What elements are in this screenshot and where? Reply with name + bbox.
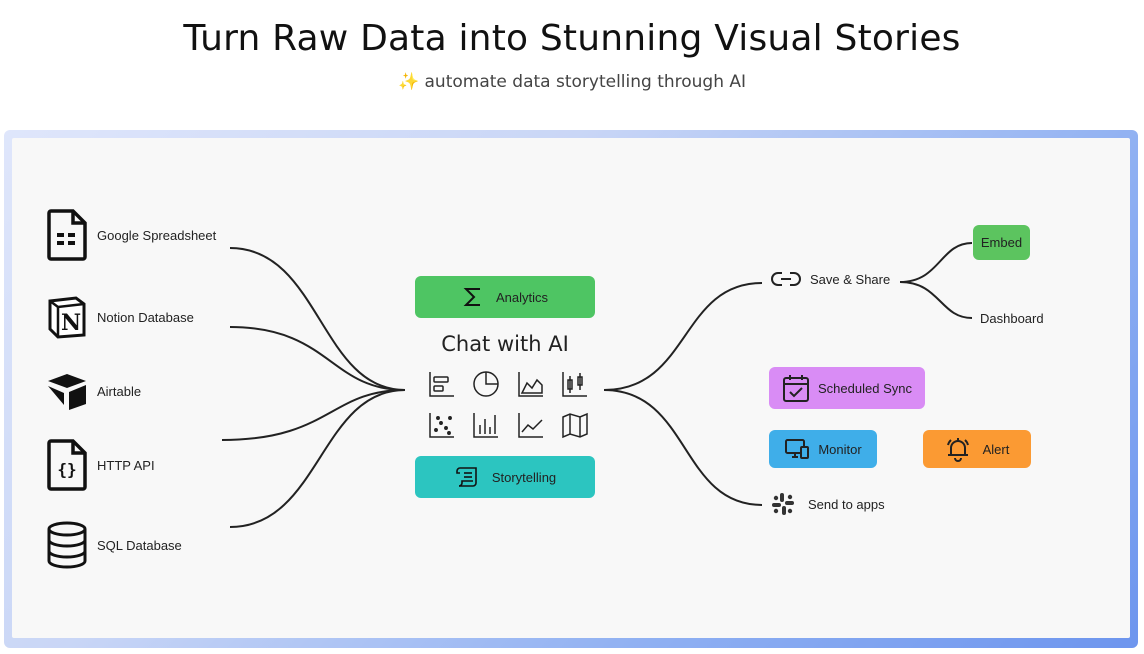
embed-button[interactable]: Embed bbox=[973, 225, 1030, 260]
source-label: Notion Database bbox=[97, 309, 194, 325]
dashboard-output[interactable]: Dashboard bbox=[980, 311, 1044, 326]
svg-text:N: N bbox=[61, 310, 81, 336]
diagram-panel bbox=[12, 138, 1130, 638]
pie-chart-icon bbox=[473, 371, 499, 397]
link-notion bbox=[229, 326, 406, 391]
source-label: Google Spreadsheet bbox=[97, 227, 217, 243]
dashboard-label: Dashboard bbox=[980, 311, 1044, 326]
database-icon bbox=[45, 520, 89, 570]
source-http-api[interactable]: {} HTTP API bbox=[45, 439, 155, 491]
calendar-check-icon bbox=[782, 373, 810, 403]
page-title: Turn Raw Data into Stunning Visual Stori… bbox=[183, 18, 961, 59]
link-sql bbox=[229, 389, 406, 528]
sigma-icon bbox=[462, 286, 484, 308]
storytelling-label: Storytelling bbox=[491, 469, 557, 485]
alert-label: Alert bbox=[982, 441, 1010, 457]
bell-icon bbox=[945, 436, 971, 462]
analytics-label: Analytics bbox=[495, 289, 549, 305]
link-send-apps bbox=[603, 389, 763, 506]
link-save-share bbox=[603, 282, 763, 391]
script-icon bbox=[454, 465, 480, 489]
source-label: Airtable bbox=[97, 383, 142, 399]
line-chart-icon bbox=[518, 413, 543, 438]
link-spreadsheet bbox=[229, 247, 406, 391]
slack-icon bbox=[770, 491, 796, 517]
area-chart-icon bbox=[518, 372, 543, 397]
airtable-icon bbox=[45, 366, 89, 416]
notion-icon: N bbox=[45, 292, 89, 342]
embed-label: Embed bbox=[980, 235, 1023, 250]
source-google-spreadsheet[interactable]: Google Spreadsheet bbox=[45, 209, 217, 261]
source-label: HTTP API bbox=[97, 457, 155, 473]
source-label: SQL Database bbox=[97, 537, 182, 553]
monitor-label: Monitor bbox=[818, 441, 862, 457]
bar-horizontal-icon bbox=[429, 372, 454, 397]
candlestick-icon bbox=[562, 372, 587, 397]
source-airtable[interactable]: Airtable bbox=[45, 366, 141, 416]
save-share-label: Save & Share bbox=[810, 271, 891, 287]
scheduled-sync-label: Scheduled Sync bbox=[818, 380, 912, 396]
alert-button[interactable]: Alert bbox=[923, 430, 1031, 468]
chat-with-ai-title: Chat with AI bbox=[441, 332, 569, 356]
analytics-button[interactable]: Analytics bbox=[415, 276, 595, 318]
api-file-icon: {} bbox=[45, 439, 89, 491]
scatter-icon bbox=[429, 413, 454, 438]
storytelling-button[interactable]: Storytelling bbox=[415, 456, 595, 498]
link-dashboard bbox=[899, 281, 973, 319]
link-embed bbox=[899, 242, 973, 283]
svg-text:{}: {} bbox=[57, 460, 76, 479]
link-icon bbox=[770, 269, 802, 289]
scheduled-sync-button[interactable]: Scheduled Sync bbox=[769, 367, 925, 409]
monitor-icon bbox=[784, 437, 810, 461]
source-notion-database[interactable]: N Notion Database bbox=[45, 292, 194, 342]
monitor-button[interactable]: Monitor bbox=[769, 430, 877, 468]
link-http bbox=[221, 389, 406, 441]
bar-chart-icon bbox=[473, 413, 498, 438]
save-share-output[interactable]: Save & Share bbox=[770, 269, 890, 289]
map-icon bbox=[562, 412, 588, 439]
send-to-apps-label: Send to apps bbox=[808, 496, 885, 512]
spreadsheet-icon bbox=[45, 209, 89, 261]
page-subtitle: ✨ automate data storytelling through AI bbox=[397, 72, 747, 92]
send-to-apps-output[interactable]: Send to apps bbox=[770, 491, 885, 517]
source-sql-database[interactable]: SQL Database bbox=[45, 520, 182, 570]
